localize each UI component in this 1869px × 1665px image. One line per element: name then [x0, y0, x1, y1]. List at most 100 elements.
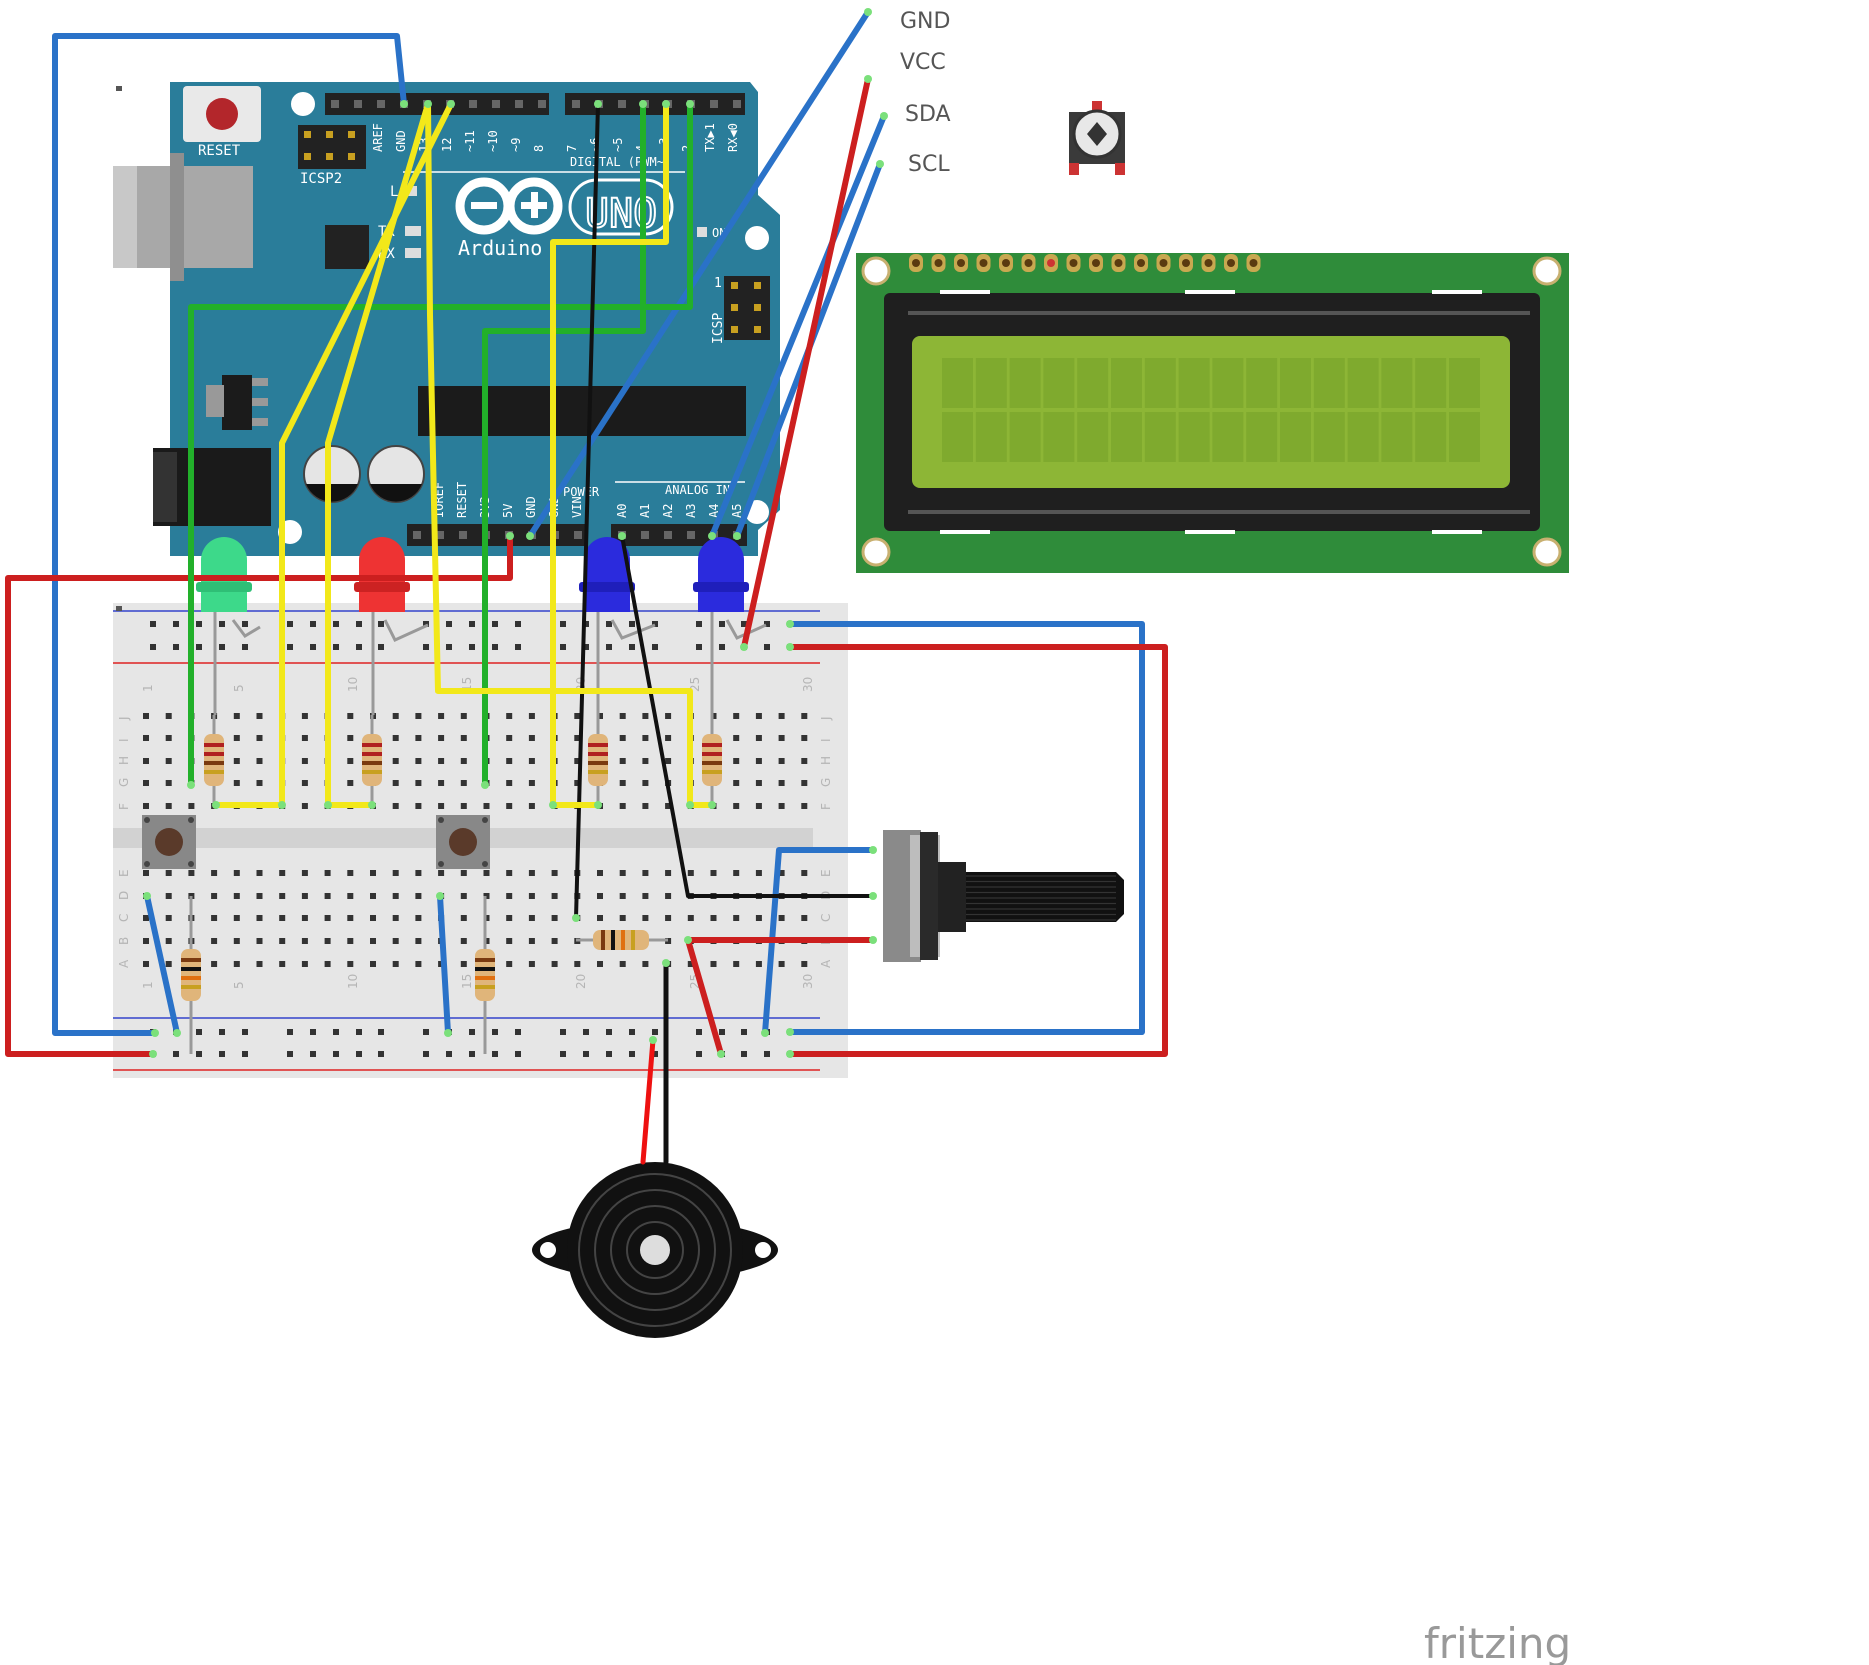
push-button[interactable] — [142, 815, 196, 869]
breadboard-hole — [801, 758, 808, 764]
push-button[interactable] — [436, 815, 490, 869]
wire-endpoint — [649, 1036, 657, 1044]
breadboard-hole — [347, 870, 354, 876]
rail-hole — [446, 621, 452, 627]
breadboard-hole — [279, 870, 286, 876]
header-pin — [731, 304, 738, 311]
breadboard-hole — [597, 915, 603, 921]
push-button-cap[interactable] — [155, 828, 183, 856]
wire-blue-lcd-gnd — [527, 9, 871, 539]
breadboard-hole — [370, 961, 376, 967]
breadboard-hole — [483, 803, 490, 809]
wire-endpoint — [618, 532, 626, 540]
row-letter: F — [117, 803, 131, 810]
rail-hole — [515, 621, 521, 627]
breadboard-hole — [460, 803, 467, 809]
arduino-board — [170, 82, 780, 556]
breadboard-hole — [324, 915, 331, 921]
breadboard-hole — [506, 961, 513, 967]
wire-red-vcc — [741, 76, 871, 650]
breadboard-hole — [233, 758, 240, 764]
breadboard-hole — [324, 961, 331, 967]
breadboard-hole — [438, 735, 445, 741]
row-letter: J — [819, 716, 833, 721]
wire-endpoint — [864, 75, 872, 83]
wire-endpoint — [187, 781, 195, 789]
breadboard-hole — [415, 893, 422, 899]
header-socket — [469, 100, 477, 108]
led-rim — [693, 582, 749, 592]
rail-hole — [583, 644, 589, 650]
led-rim — [196, 582, 252, 592]
header-socket — [538, 100, 546, 108]
wire-endpoint — [151, 1029, 159, 1037]
wire-endpoint — [278, 801, 286, 809]
reset-label: RESET — [198, 143, 241, 159]
breadboard-hole — [143, 938, 149, 944]
header-pin — [348, 131, 355, 138]
breadboard-hole — [460, 735, 467, 741]
breadboard-hole — [211, 870, 218, 876]
lcd-cell — [1144, 412, 1176, 462]
rail-hole — [629, 621, 635, 627]
breadboard-hole — [438, 758, 445, 764]
resistor-band — [475, 976, 495, 980]
wire-red-5v — [5, 533, 513, 1057]
row-letter: I — [819, 738, 833, 742]
digital-pin-label: 7 — [565, 145, 579, 152]
wire-endpoint — [424, 100, 432, 108]
digital-pin-label: 12 — [440, 138, 454, 152]
breadboard-hole — [642, 803, 649, 809]
breadboard-hole — [528, 803, 535, 809]
wire-endpoint — [143, 892, 151, 900]
wires — [5, 9, 1168, 1165]
pin-label-sda: SDA — [905, 102, 951, 127]
regulator-pin — [252, 398, 268, 406]
push-button-cap[interactable] — [449, 828, 477, 856]
breadboard-hole — [370, 938, 376, 944]
breadboard-hole — [143, 780, 149, 786]
rail-hole — [741, 621, 747, 627]
rail-hole — [764, 1051, 770, 1057]
lcd-cell — [1347, 358, 1379, 408]
usb-connector-flange — [170, 153, 184, 281]
breadboard-hole — [256, 938, 263, 944]
breadboard-hole — [233, 780, 240, 786]
breadboard-hole — [619, 713, 626, 719]
header-pin — [348, 153, 355, 160]
wire-red-rail — [787, 644, 1168, 1057]
rail-hole — [310, 1029, 316, 1035]
breadboard-hole — [755, 961, 762, 967]
resistors — [181, 715, 722, 1054]
pot-shaft[interactable] — [966, 872, 1116, 922]
breadboard-hole — [347, 961, 354, 967]
lcd-mount-hole — [861, 537, 891, 567]
wire-endpoint — [594, 100, 602, 108]
lcd-cell — [1009, 358, 1041, 408]
digital-pin-label: 8 — [532, 145, 546, 152]
wire-blue-button — [437, 893, 451, 1036]
breadboard-hole — [574, 735, 581, 741]
reset-button-cap[interactable] — [206, 98, 238, 130]
wire-endpoint — [149, 1050, 157, 1058]
led-legs — [213, 610, 767, 715]
breadboard-hole — [392, 735, 399, 741]
wire-endpoint — [444, 1029, 452, 1037]
breadboard-hole — [392, 803, 399, 809]
resistor-band — [362, 761, 382, 765]
breadboard-hole — [165, 803, 172, 809]
breadboard-hole — [506, 713, 513, 719]
lock-icon — [116, 606, 122, 611]
rail-hole — [173, 644, 179, 650]
push-button-corner — [482, 861, 488, 867]
breadboard-hole — [143, 915, 149, 921]
breadboard-hole — [438, 713, 445, 719]
wire-endpoint — [686, 801, 694, 809]
resistor-band — [702, 743, 722, 747]
rail-hole — [515, 1051, 521, 1057]
breadboard-hole — [460, 893, 467, 899]
header-socket — [436, 531, 444, 539]
breadboard-hole — [256, 961, 263, 967]
rail-hole — [242, 621, 248, 627]
breadboard-hole — [392, 938, 399, 944]
